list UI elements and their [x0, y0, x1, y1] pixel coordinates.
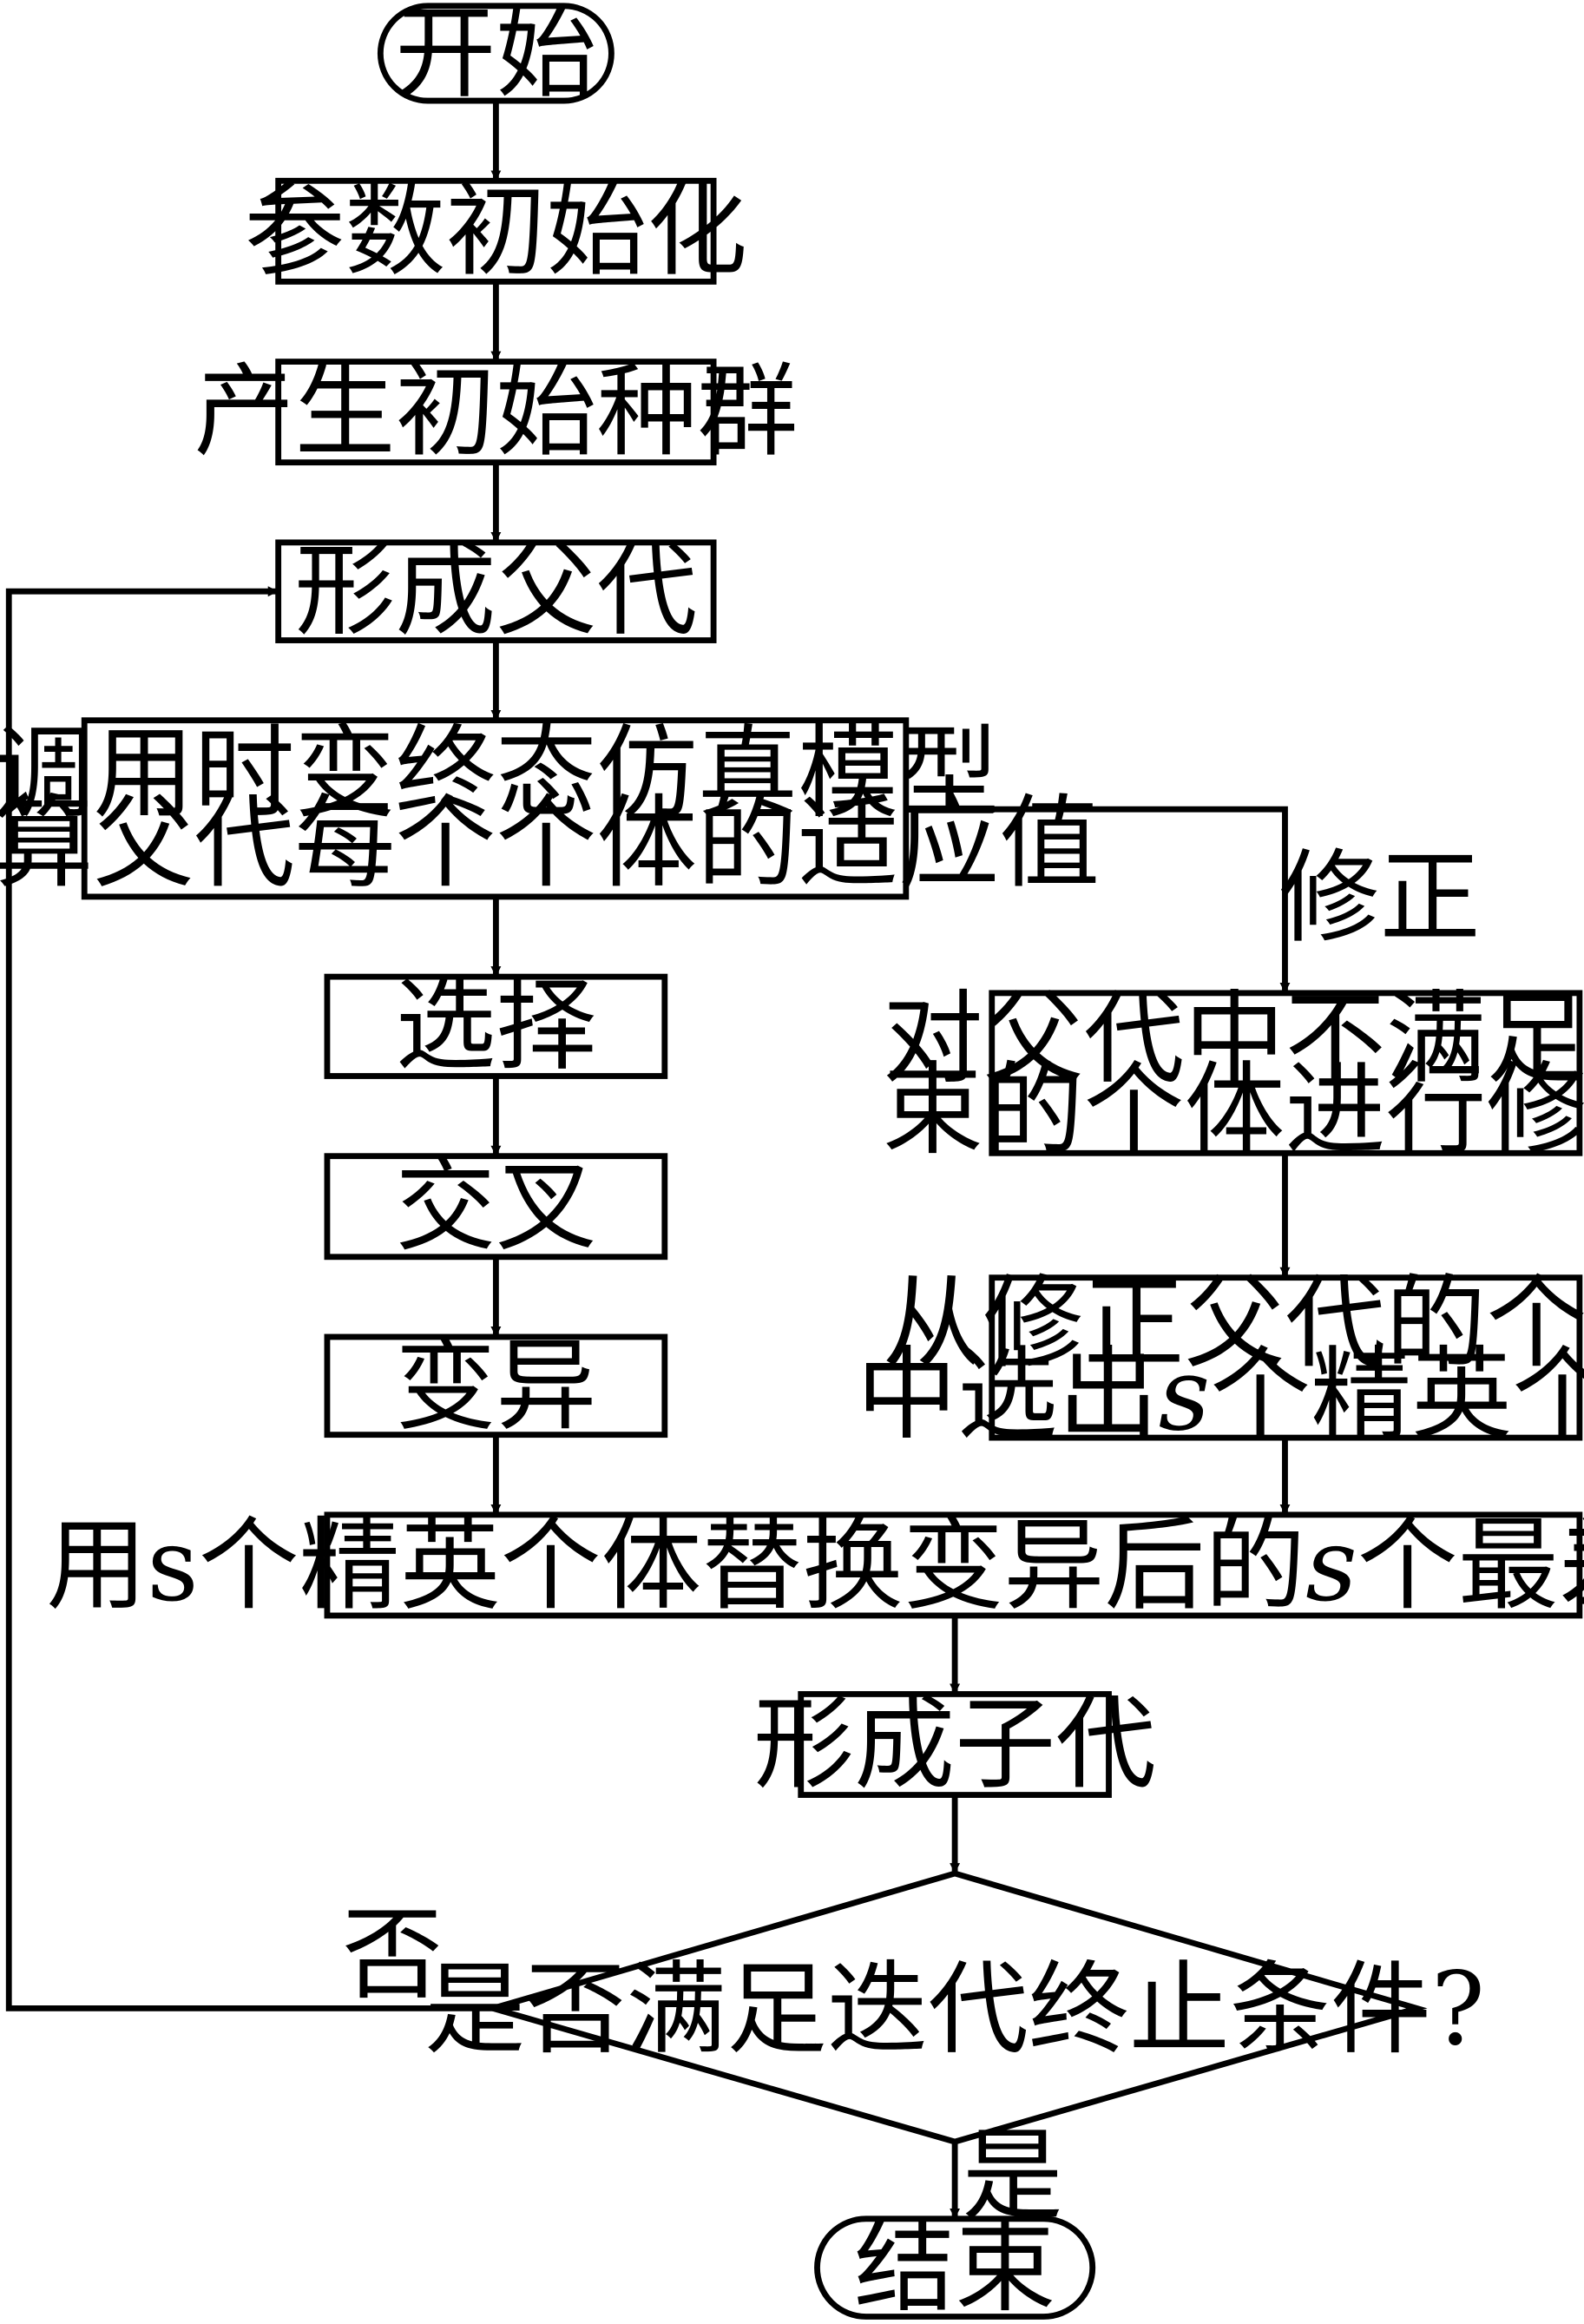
replace-var-s2: s — [1305, 1506, 1357, 1623]
elite-text-b: 个精英个体 — [1210, 1336, 1584, 1453]
select-node: 选择 — [324, 967, 668, 1084]
replace-text-b: 个精英个体替换变异后的 — [199, 1506, 1306, 1623]
arrow-decision-no-loop — [5, 586, 493, 2011]
repair-node: 对父代中不满足约 束的个体进行修正 — [883, 980, 1584, 1169]
fitness-label-line1: 调用时变终态仿真模型 — [0, 715, 999, 833]
form-children-node: 形成子代 — [753, 1686, 1156, 1803]
fitness-label-line2: 计算父代每个个体的适应值 — [0, 785, 1100, 902]
replace-var-s1: s — [147, 1506, 199, 1623]
start-label: 开始 — [395, 0, 596, 112]
end-label: 结束 — [854, 2209, 1055, 2324]
replace-node: 用s个精英个体替换变异后的s个最差个体 — [46, 1506, 1584, 1623]
mutation-label: 变异 — [395, 1327, 596, 1445]
init-params-label: 参数初始化 — [244, 173, 747, 290]
decision-label: 是否满足迭代终止条件? — [424, 1952, 1485, 2069]
decision-node: 是否满足迭代终止条件? — [424, 1870, 1485, 2145]
select-label: 选择 — [395, 967, 596, 1084]
edge-label-yes: 是 — [963, 2117, 1063, 2235]
repair-label-line2: 束的个体进行修正 — [883, 1051, 1584, 1169]
elite-var-s: s — [1159, 1336, 1211, 1453]
mutation-node: 变异 — [324, 1327, 668, 1445]
replace-text-c: 个最差个体 — [1357, 1506, 1584, 1623]
form-parents-label: 形成父代 — [294, 533, 697, 650]
form-children-label: 形成子代 — [753, 1686, 1156, 1803]
start-node: 开始 — [377, 0, 615, 112]
form-parents-node: 形成父代 — [275, 533, 717, 650]
elite-label-line1: 从修正父代的个体 — [883, 1265, 1584, 1382]
arrow-fitness-to-repair — [905, 806, 1291, 993]
replace-text-a: 用 — [46, 1506, 147, 1623]
connectors — [5, 101, 1291, 2219]
edge-label-no: 否 — [342, 1896, 443, 2013]
elite-label-line2: 中选出s个精英个体 — [857, 1336, 1584, 1453]
repair-label-line1: 对父代中不满足约 — [883, 980, 1584, 1097]
edge-label-repair: 修正 — [1279, 839, 1481, 957]
init-population-label: 产生初始种群 — [194, 353, 798, 471]
replace-label: 用s个精英个体替换变异后的s个最差个体 — [46, 1506, 1584, 1623]
init-params-node: 参数初始化 — [244, 173, 747, 290]
init-population-node: 产生初始种群 — [194, 353, 798, 471]
fitness-node: 调用时变终态仿真模型 计算父代每个个体的适应值 — [0, 715, 1100, 902]
end-node: 结束 — [814, 2209, 1096, 2324]
crossover-label: 交叉 — [395, 1148, 596, 1265]
crossover-node: 交叉 — [324, 1148, 668, 1265]
elite-text-a: 中选出 — [857, 1336, 1159, 1453]
elite-node: 从修正父代的个体 中选出s个精英个体 — [857, 1265, 1584, 1453]
